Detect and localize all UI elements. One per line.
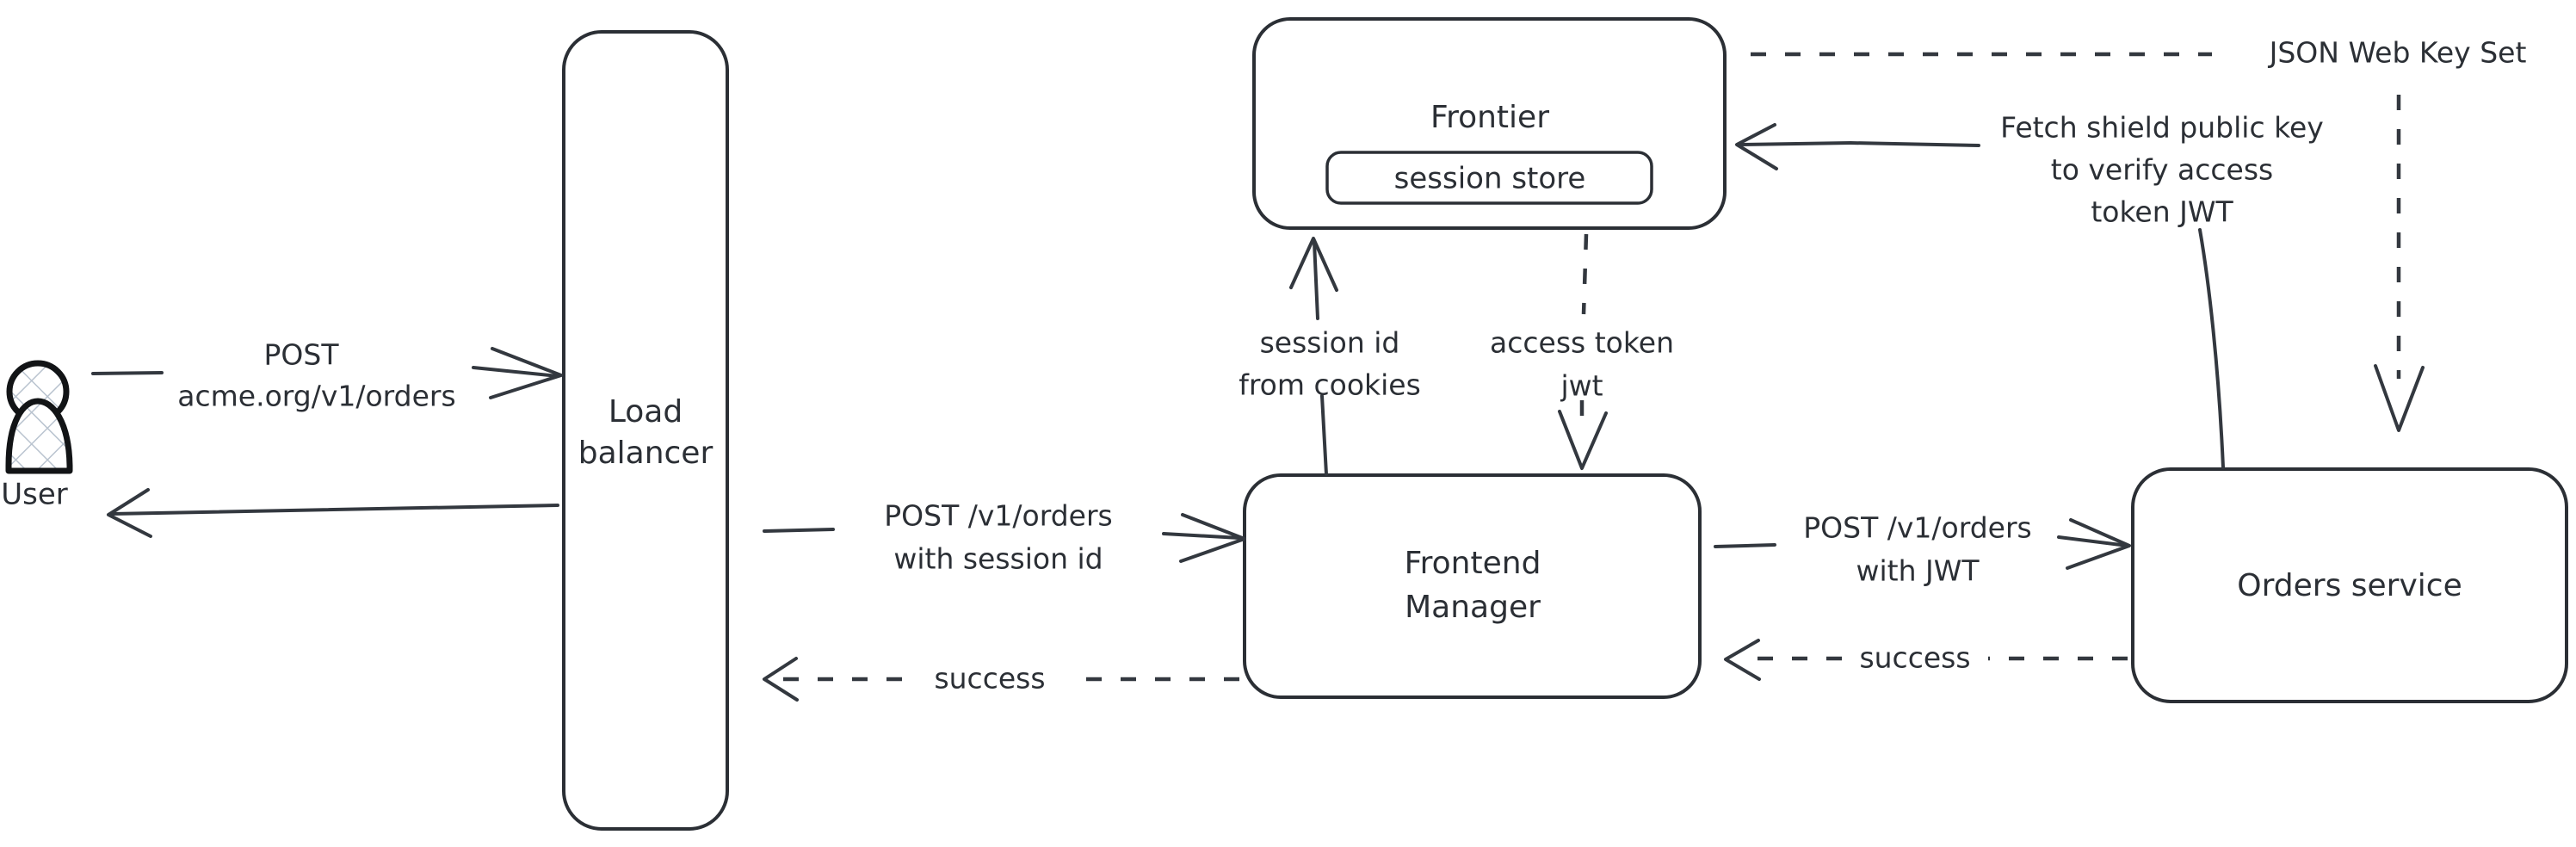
user-body-icon: [5, 398, 73, 474]
edge-label-line1: POST /v1/orders: [884, 499, 1112, 533]
edge-line-upper: [1313, 240, 1319, 320]
node-load-balancer[interactable]: Load balancer: [562, 30, 729, 831]
edge-line-2: [2057, 535, 2129, 547]
frontend-manager-label-line1: Frontend: [1405, 546, 1541, 581]
edge-frontend-manager-to-load-balancer: success: [763, 657, 1239, 702]
edge-line-upper: [1581, 233, 1589, 315]
node-user[interactable]: User: [1, 360, 73, 512]
edge-label-line2: jwt: [1560, 369, 1603, 403]
node-session-store[interactable]: session store: [1325, 151, 1653, 205]
session-store-box: [1325, 151, 1653, 205]
frontier-label: Frontier: [1430, 100, 1549, 135]
orders-service-box: [2131, 467, 2568, 703]
edge-label-line2: acme.org/v1/orders: [177, 380, 455, 413]
edge-line-horizontal-2: [1739, 141, 1852, 146]
node-frontier[interactable]: Frontier session store: [1252, 17, 1727, 230]
session-store-label: session store: [1394, 162, 1586, 196]
edge-frontier-to-orders-service: JSON Web Key Set: [1751, 36, 2527, 432]
frontend-manager-box: [1243, 473, 1702, 699]
arrowhead-left: [107, 488, 152, 538]
edge-load-balancer-to-frontend-manager: POST /v1/orders with session id: [763, 499, 1246, 576]
edge-line-lower: [1320, 394, 1328, 476]
edge-frontend-manager-to-orders-service: POST /v1/orders with JWT: [1714, 511, 2131, 588]
edge-orders-service-to-frontier: Fetch shield public key to verify access…: [1735, 111, 2324, 469]
arrowhead-left: [763, 657, 799, 702]
frontend-manager-label-line2: Manager: [1405, 590, 1541, 625]
edge-line: [91, 371, 164, 375]
edge-line-2: [472, 366, 559, 378]
edge-label-line1: POST /v1/orders: [1803, 511, 2031, 545]
edge-line-horizontal: [1849, 141, 1980, 147]
edge-label-line2: from cookies: [1239, 368, 1421, 402]
orders-service-label: Orders service: [2237, 568, 2462, 603]
edge-line-curve: [2198, 228, 2225, 469]
edge-line: [1714, 543, 1776, 548]
edge-line: [110, 504, 559, 516]
edge-line-2: [1162, 532, 1241, 540]
edge-line: [763, 528, 835, 533]
edge-label-line2: with session id: [893, 542, 1103, 576]
arrowhead-down: [1558, 410, 1608, 470]
node-frontend-manager[interactable]: Frontend Manager: [1243, 473, 1702, 699]
edge-orders-service-to-frontend-manager: success: [1724, 639, 2128, 681]
arrowhead-down: [2374, 364, 2425, 432]
edge-label-line1: POST: [264, 338, 340, 372]
edge-label-line2: with JWT: [1856, 554, 1980, 588]
load-balancer-label-line2: balancer: [578, 436, 713, 471]
arrowhead-left: [1724, 639, 1761, 681]
load-balancer-box: [562, 30, 729, 831]
node-orders-service[interactable]: Orders service: [2131, 467, 2568, 703]
edge-label: success: [934, 662, 1045, 696]
edge-label-line1: session id: [1260, 326, 1400, 360]
arrowhead-right: [2066, 518, 2131, 570]
edge-label-line2: to verify access: [2051, 153, 2273, 187]
arrowhead-right: [489, 347, 563, 399]
arrowhead-left: [1735, 123, 1778, 170]
edge-label-line3: token JWT: [2091, 195, 2233, 229]
user-label: User: [1, 478, 68, 512]
edge-label: success: [1859, 641, 1970, 675]
edge-frontend-manager-to-frontier: session id from cookies: [1239, 237, 1421, 476]
load-balancer-label-line1: Load: [608, 394, 683, 430]
arrowhead-up: [1289, 237, 1338, 292]
edge-frontier-to-frontend-manager: access token jwt: [1490, 233, 1674, 470]
edge-label-line1: access token: [1490, 326, 1674, 360]
edge-user-to-load-balancer: POST acme.org/v1/orders: [91, 338, 563, 413]
arrowhead-right: [1179, 513, 1246, 563]
edge-label-line1: Fetch shield public key: [2000, 111, 2324, 145]
edge-load-balancer-to-user: [107, 488, 559, 538]
edge-label: JSON Web Key Set: [2268, 36, 2527, 70]
